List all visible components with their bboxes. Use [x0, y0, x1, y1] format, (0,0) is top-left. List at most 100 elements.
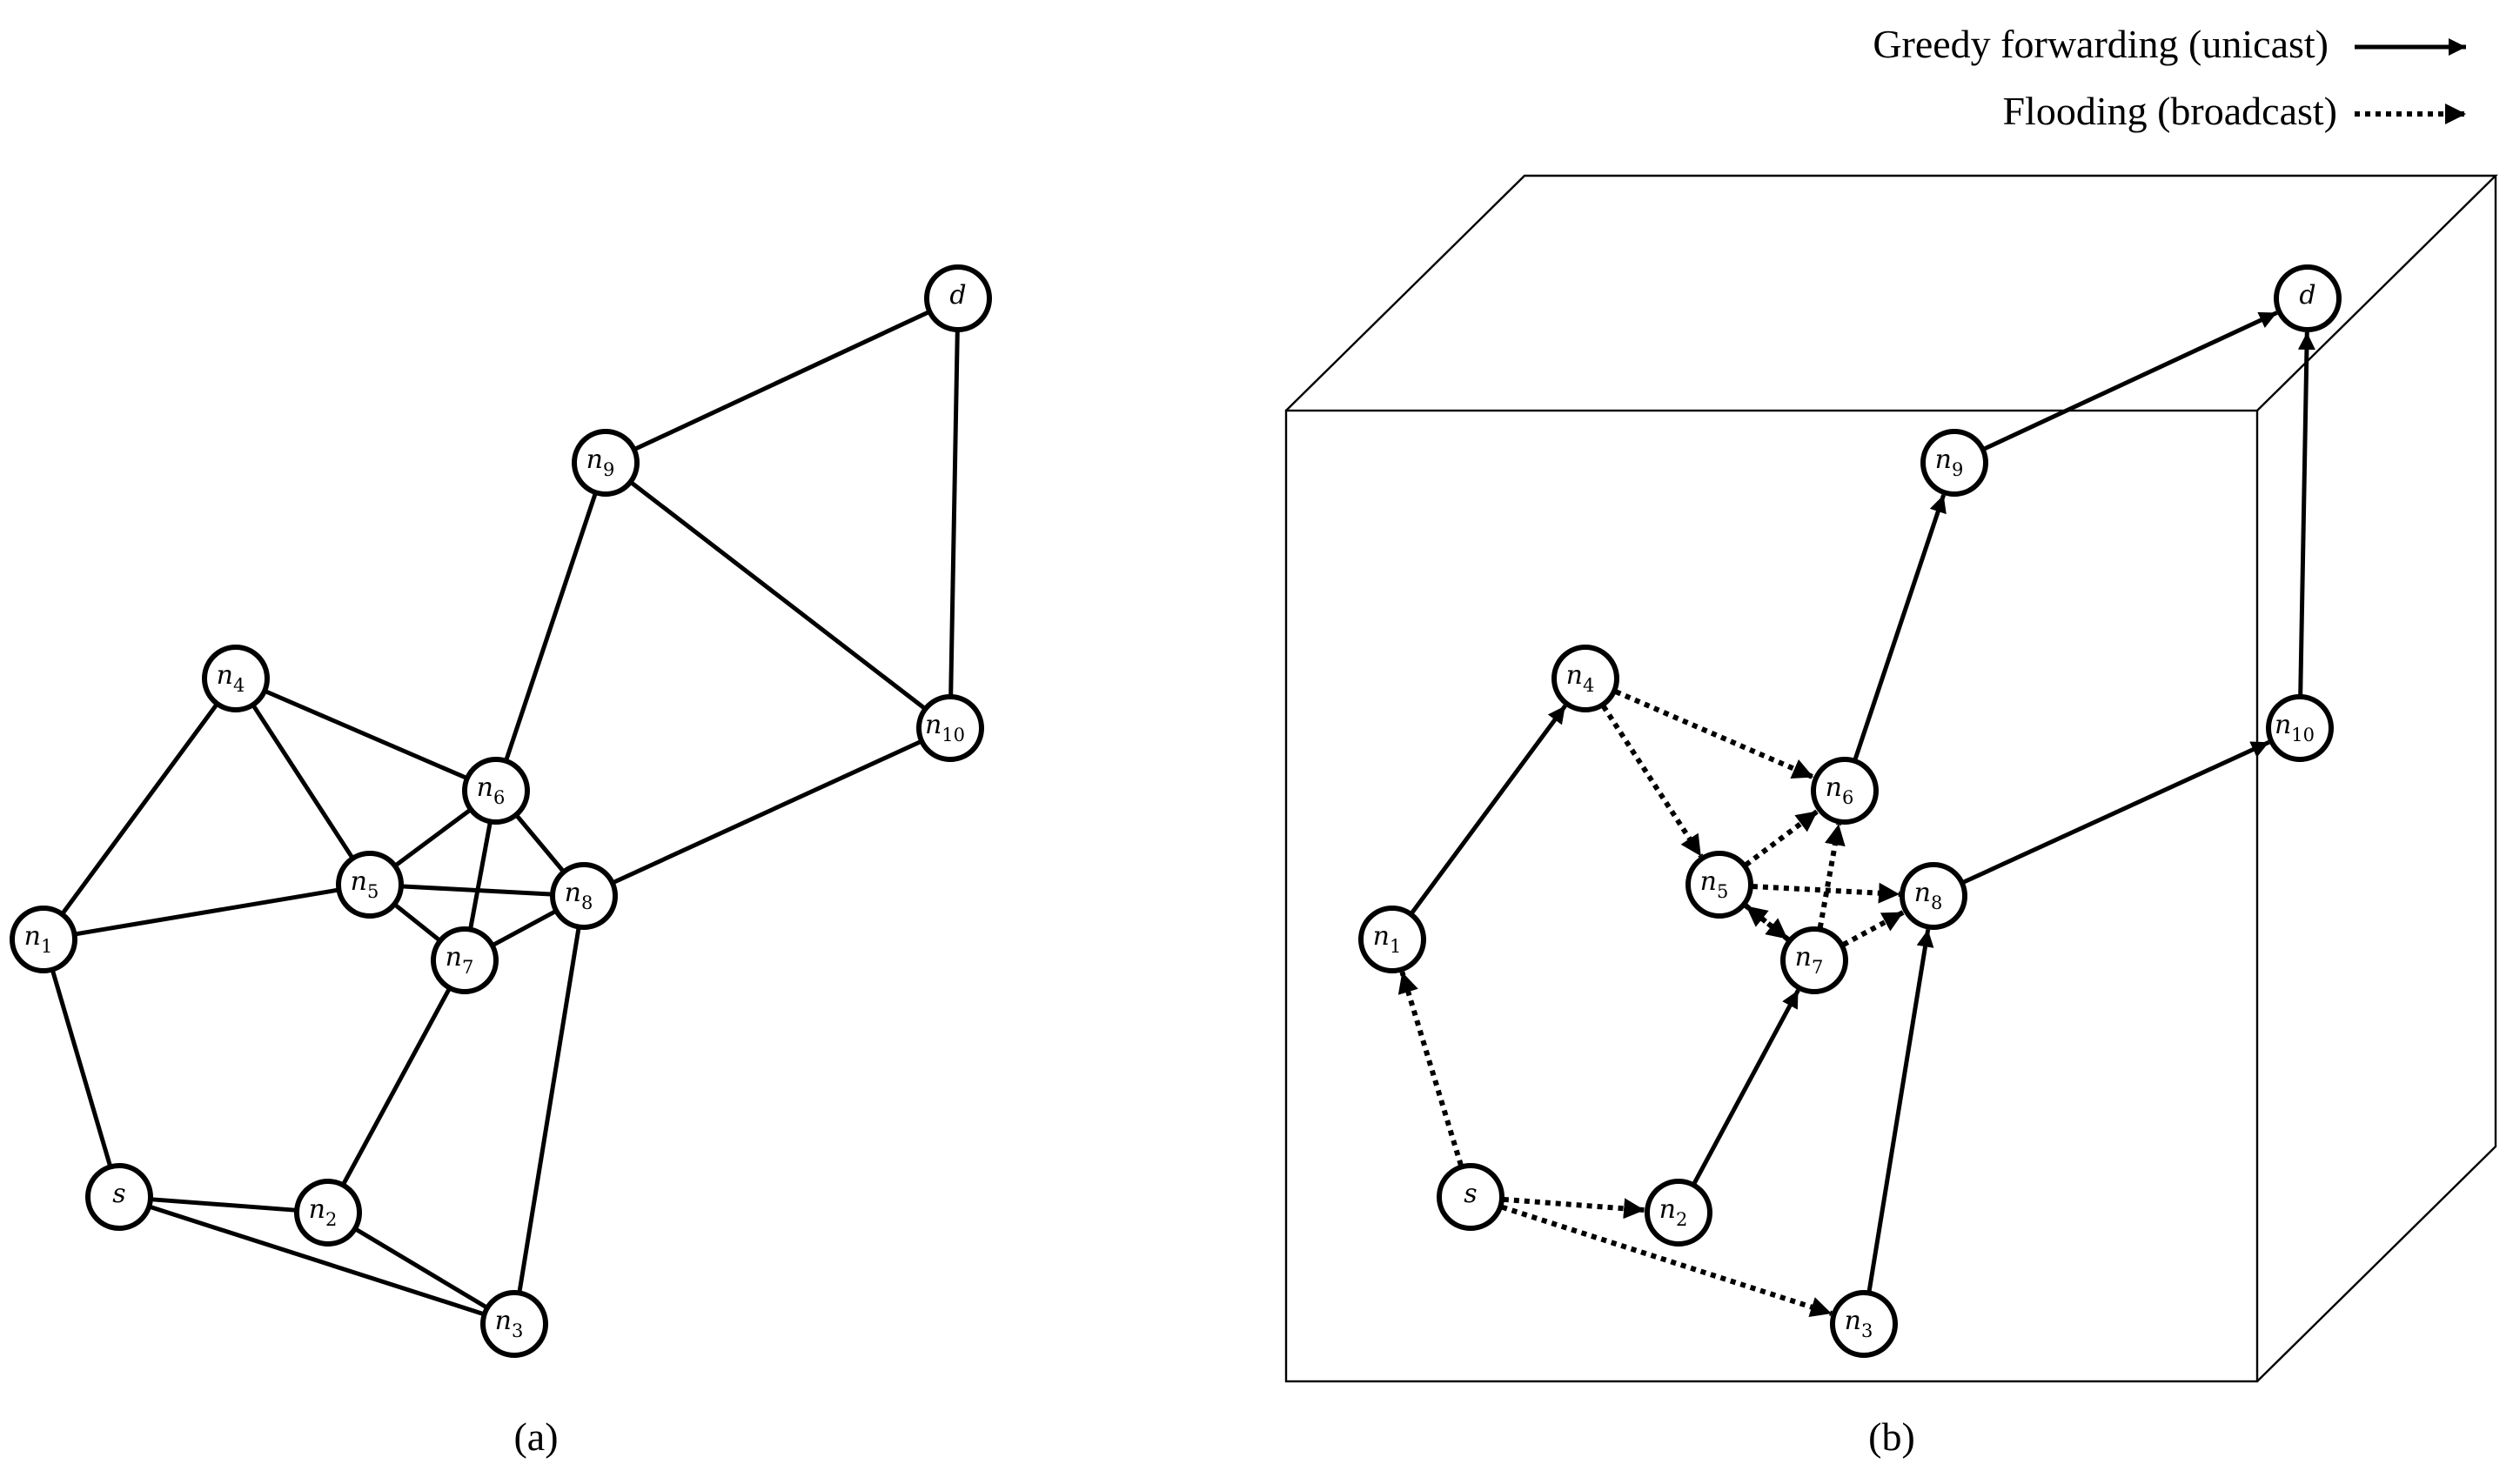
arrow-n1-n4-unicast	[1410, 704, 1567, 914]
b-node-s: s	[1437, 1163, 1504, 1231]
node-circle	[1811, 757, 1879, 825]
legend-unicast-label: Greedy forwarding (unicast)	[1873, 22, 2329, 66]
edge-n4-n6	[264, 688, 468, 781]
edge-n4-n5	[251, 703, 355, 860]
node-circle	[1920, 429, 1988, 497]
arrow-n3-n8-unicast	[1866, 929, 1934, 1292]
a-node-n6: n6	[462, 757, 530, 825]
node-circle	[1437, 1163, 1504, 1231]
b-node-n8: n8	[1900, 862, 1967, 930]
b-node-n10: n10	[2266, 694, 2334, 762]
cube-top-face	[1285, 174, 2498, 411]
edge-n10-n8	[611, 739, 923, 886]
edge-n9-n10	[628, 479, 928, 712]
arrow-n9-d-unicast	[1983, 311, 2278, 451]
edge-n2-n3	[353, 1227, 489, 1310]
cube-outline	[1284, 174, 2498, 1383]
node-label: n7	[446, 942, 474, 978]
b-node-n7: n7	[1780, 926, 1848, 994]
node-label: n3	[1845, 1306, 1873, 1341]
arrow-n7-n8-broadcast	[1842, 909, 1906, 947]
node-circle	[336, 851, 404, 919]
edge-n7-n8	[491, 908, 558, 948]
a-node-n2: n2	[294, 1179, 362, 1247]
arrow-n10-d-unicast	[2297, 331, 2315, 696]
a-node-n5: n5	[336, 851, 404, 919]
arrow-s-n1-broadcast	[1397, 971, 1464, 1166]
arrow-n4-n5-broadcast	[1601, 705, 1704, 858]
arrow-n5-n6-broadcast	[1744, 809, 1819, 867]
node-circle	[85, 1163, 153, 1231]
cube-front-face	[1284, 409, 2259, 1383]
b-node-n3: n3	[1830, 1290, 1898, 1358]
node-label: n2	[309, 1194, 338, 1230]
b-node-d: d	[2274, 264, 2342, 332]
node-circle	[550, 862, 618, 930]
arrow-n4-n6-broadcast	[1614, 689, 1815, 780]
node-circle	[10, 906, 77, 973]
b-node-n5: n5	[1685, 851, 1753, 919]
edge-n8-n3	[517, 926, 581, 1293]
a-node-n3: n3	[480, 1290, 548, 1358]
node-circle	[480, 1290, 548, 1358]
a-node-n9: n9	[572, 429, 640, 497]
node-circle	[2274, 264, 2342, 332]
node-label: n8	[565, 878, 593, 913]
node-label: n10	[925, 710, 965, 745]
b-node-n4: n4	[1551, 645, 1619, 712]
node-label: n9	[1935, 445, 1964, 480]
b-node-n9: n9	[1920, 429, 1988, 497]
node-label: d	[949, 280, 966, 311]
edge-n5-n7	[392, 902, 442, 943]
edge-n1-s	[50, 968, 113, 1168]
node-circle	[1830, 1290, 1898, 1358]
node-label: n3	[495, 1306, 524, 1341]
edge-d-n9	[633, 309, 931, 452]
legend: Greedy forwarding (unicast) Flooding (br…	[1873, 22, 2466, 133]
edge-n5-n6	[393, 807, 472, 868]
edge-s-n2	[150, 1197, 298, 1213]
edge-n7-n2	[340, 986, 452, 1187]
node-label: n6	[1826, 772, 1854, 808]
node-label: n10	[2275, 710, 2315, 745]
node-label: n2	[1659, 1194, 1688, 1230]
arrow-n8-n10-unicast	[1962, 739, 2270, 885]
node-circle	[924, 264, 992, 332]
arrow-n7-n6-broadcast	[1817, 823, 1846, 929]
b-node-n6: n6	[1811, 757, 1879, 825]
node-label: n7	[1795, 942, 1824, 978]
node-circle	[462, 757, 530, 825]
b-node-n2: n2	[1645, 1179, 1712, 1247]
node-circle	[916, 694, 984, 762]
node-circle	[1900, 862, 1967, 930]
arrow-n7-n5-broadcast	[1744, 903, 1791, 942]
node-label: s	[1464, 1179, 1477, 1209]
a-node-n10: n10	[916, 694, 984, 762]
node-label: n9	[586, 445, 615, 480]
a-node-s: s	[85, 1163, 153, 1231]
graph-b: d n9 n10 n4 n6 n5 n8 n1 n7 s n2 n3	[1358, 264, 2342, 1358]
node-circle	[431, 926, 499, 994]
node-label: n8	[1914, 878, 1943, 913]
arrow-n2-n7-unicast	[1692, 989, 1800, 1185]
node-circle	[202, 645, 270, 712]
a-node-n8: n8	[550, 862, 618, 930]
node-label: n5	[351, 866, 379, 902]
edge-s-n3	[148, 1204, 486, 1317]
node-circle	[1685, 851, 1753, 919]
edge-n1-n5	[74, 887, 339, 937]
node-circle	[2266, 694, 2334, 762]
node-label: s	[112, 1179, 125, 1209]
node-label: n5	[1700, 866, 1729, 902]
node-label: n4	[217, 660, 245, 696]
a-node-n7: n7	[431, 926, 499, 994]
node-label: n1	[1373, 921, 1402, 957]
node-circle	[1780, 926, 1848, 994]
a-node-n4: n4	[202, 645, 270, 712]
node-circle	[294, 1179, 362, 1247]
node-label: d	[2299, 280, 2315, 311]
arrow-s-n2-broadcast	[1503, 1196, 1645, 1220]
node-circle	[572, 429, 640, 497]
edge-d-n10	[948, 329, 960, 698]
